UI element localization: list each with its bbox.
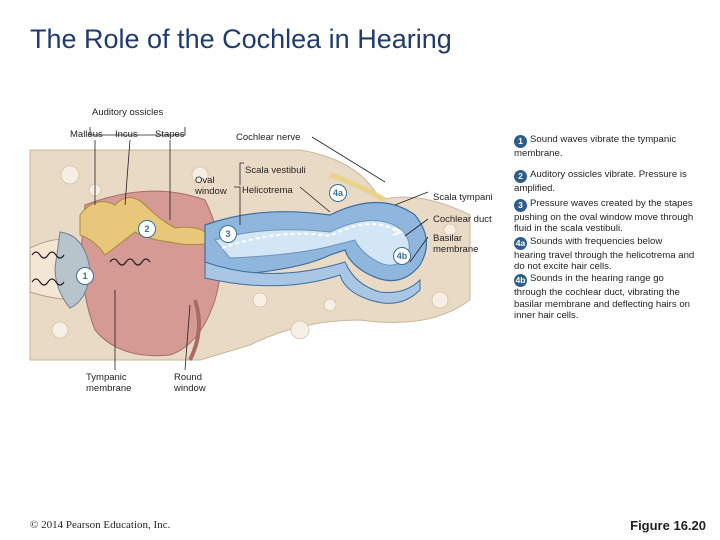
marker-4b: 4b [393, 247, 411, 265]
sound-waves [31, 251, 65, 259]
step-1-badge: 1 [514, 135, 527, 148]
label-oval-window: Oval window [195, 175, 227, 197]
label-round-window: Round window [174, 372, 206, 394]
step-4a-badge: 4a [514, 236, 527, 250]
step-2-text: Auditory ossicles vibrate. Pressure is a… [514, 169, 687, 195]
label-auditory-ossicles: Auditory ossicles [92, 107, 164, 118]
copyright-notice: © 2014 Pearson Education, Inc. [30, 519, 171, 531]
step-3-text: Pressure waves created by the stapes pus… [514, 197, 694, 235]
step-4a-text: Sounds with frequencies below hearing tr… [514, 235, 695, 273]
marker-1: 1 [76, 267, 94, 285]
label-cochlear-duct: Cochlear duct [433, 214, 492, 225]
marker-4a: 4a [329, 184, 347, 202]
label-basilar-membrane: Basilar membrane [433, 233, 479, 255]
page-title: The Role of the Cochlea in Hearing [30, 24, 452, 54]
cochlear-nerve-shape [329, 172, 387, 203]
label-stapes: Stapes [155, 129, 185, 140]
label-malleus: Malleus [70, 129, 103, 140]
label-incus: Incus [115, 129, 138, 140]
marker-2: 2 [138, 220, 156, 238]
cochlea-scala-tympani [204, 261, 421, 304]
tympanic-membrane-shape [54, 231, 91, 309]
label-cochlear-nerve: Cochlear nerve [236, 132, 301, 143]
step-3-badge: 3 [514, 198, 527, 212]
label-scala-tympani: Scala tympani [433, 192, 493, 203]
step-4b-text: Sounds in the hearing range go through t… [514, 273, 690, 322]
label-tympanic-membrane: Tympanic membrane [86, 372, 132, 394]
step-2-badge: 2 [514, 170, 527, 184]
marker-3: 3 [219, 225, 237, 243]
step-1-text: Sound waves vibrate the tympanic membran… [514, 134, 677, 159]
label-helicotrema: Helicotrema [242, 185, 293, 196]
figure-label: Figure 16.20 [630, 518, 706, 533]
step-4b-badge: 4b [514, 274, 527, 288]
label-scala-vestibuli: Scala vestibuli [245, 165, 306, 176]
